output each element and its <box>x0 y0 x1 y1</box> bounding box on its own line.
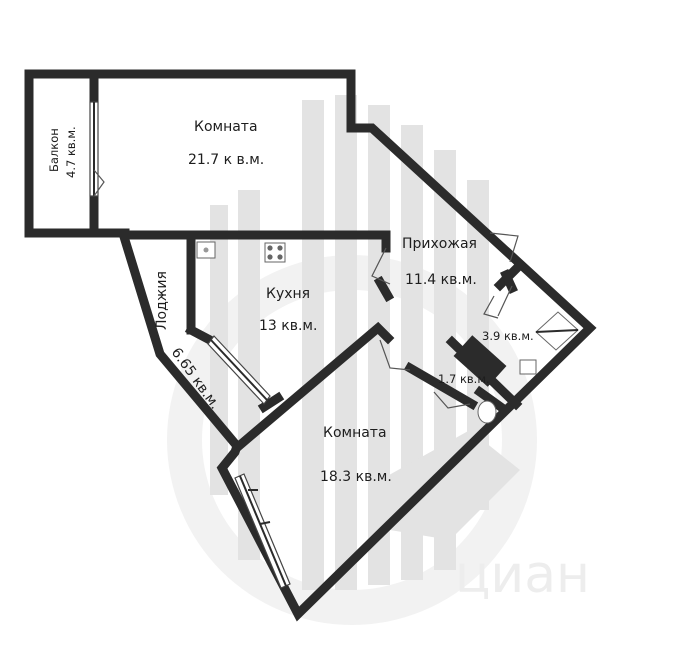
washbasin <box>519 359 537 375</box>
balcony-area: 4.7 кв.м. <box>64 126 78 178</box>
toilet-bowl <box>477 400 497 424</box>
kitchen-name: Кухня <box>266 286 310 302</box>
toilet-area: 1.7 кв.м. <box>438 372 490 386</box>
room1-area: 21.7 к в.м. <box>188 152 264 168</box>
windows <box>89 101 291 589</box>
bathroom-area: 3.9 кв.м. <box>482 329 534 343</box>
room1-name: Комната <box>194 119 258 135</box>
stove <box>264 242 286 263</box>
room2-name: Комната <box>323 425 387 441</box>
loggia-name: Лоджия <box>154 271 170 330</box>
kitchen-area: 13 кв.м. <box>259 318 317 334</box>
watermark-text: циан <box>455 545 590 605</box>
fixtures <box>196 241 579 424</box>
hallway-area: 11.4 кв.м. <box>405 272 477 288</box>
hallway-name: Прихожая <box>402 236 477 252</box>
doors <box>93 169 519 409</box>
balcony-name: Балкон <box>47 128 61 172</box>
room2-area: 18.3 кв.м. <box>320 469 392 485</box>
